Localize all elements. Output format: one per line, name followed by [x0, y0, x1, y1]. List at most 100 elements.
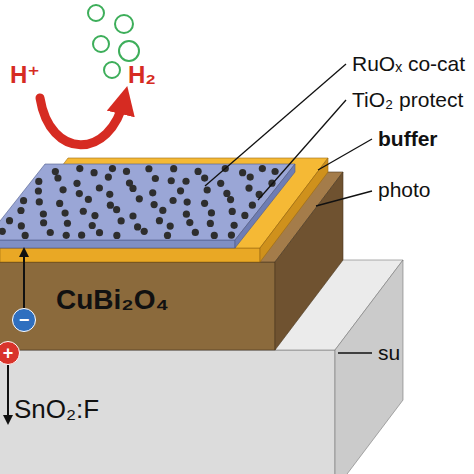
substrate-box: SnO₂:F [10, 392, 104, 427]
particle [186, 219, 193, 226]
particle [113, 206, 120, 213]
particle [211, 232, 218, 239]
particle [6, 217, 13, 224]
particle [164, 232, 171, 239]
label-holder: buffer [378, 127, 438, 150]
particle [76, 165, 83, 172]
substrate-layer [0, 260, 403, 474]
particle [256, 191, 263, 198]
particle [96, 184, 103, 191]
layer-name: CuBi₂O₄ [56, 285, 169, 316]
particle [109, 165, 116, 172]
particle [113, 232, 120, 239]
particle [129, 212, 136, 219]
particle [35, 178, 42, 185]
particle [169, 197, 176, 204]
particle [167, 222, 174, 229]
particle [151, 201, 158, 208]
particle [149, 189, 156, 196]
particle [91, 212, 98, 219]
particle [229, 208, 236, 215]
particle [36, 198, 43, 205]
particle [159, 207, 166, 214]
electron-circle: − [12, 308, 36, 332]
particle [22, 232, 29, 239]
particle [170, 165, 177, 172]
particle [217, 180, 224, 187]
particle [61, 210, 68, 217]
particle [228, 231, 235, 238]
gas-label: H₂ [128, 62, 156, 88]
particle [259, 165, 266, 172]
layer-label: photo [378, 178, 431, 201]
particle [156, 217, 163, 224]
layer-label: TiO₂ protect [352, 88, 463, 111]
particle [56, 200, 63, 207]
particle [18, 222, 25, 229]
particle [105, 173, 112, 180]
particle [247, 173, 254, 180]
particle [239, 169, 246, 176]
particle [90, 169, 97, 176]
electron-arrow [23, 252, 25, 308]
particle [271, 168, 278, 175]
particle [64, 220, 71, 227]
particle [63, 232, 70, 239]
absorber-box: CuBi₂O₄ [52, 282, 173, 319]
protection-layer [0, 164, 295, 248]
particle [227, 196, 234, 203]
particle [182, 178, 189, 185]
cocatalyst-particles [0, 165, 279, 239]
layer-name: SnO₂:F [14, 395, 99, 424]
particle [192, 229, 199, 236]
layer-label: buffer [378, 127, 438, 150]
particle [207, 220, 214, 227]
particle [204, 186, 211, 193]
particle [245, 184, 252, 191]
particle [96, 229, 103, 236]
particle [201, 174, 208, 181]
layer-label: su [378, 341, 400, 364]
hole-arrow [7, 365, 9, 420]
particle [118, 217, 125, 224]
particle [134, 223, 141, 230]
layer-label: RuOₓ co-cat [352, 52, 465, 75]
particle [183, 211, 190, 218]
particle [231, 222, 238, 229]
particle [107, 202, 114, 209]
particle [40, 219, 47, 226]
label-holder: H₂ [128, 62, 156, 88]
particle [52, 168, 59, 175]
label-holder: photo [378, 178, 431, 201]
particle [201, 200, 208, 207]
reaction-arrow [40, 98, 124, 145]
particle [20, 197, 27, 204]
particle [35, 187, 42, 194]
particle [80, 208, 87, 215]
particle [141, 228, 148, 235]
particle [73, 180, 80, 187]
label-holder: su [378, 341, 400, 364]
particle [194, 168, 201, 175]
particle [129, 185, 136, 192]
label-holder: RuOₓ co-cat [352, 52, 465, 75]
leader-lines [205, 64, 372, 353]
particle [152, 175, 159, 182]
particle [249, 202, 256, 209]
particle [54, 174, 61, 181]
label-holder: H⁺ [10, 62, 40, 88]
particle [123, 168, 130, 175]
particle [241, 212, 248, 219]
particle [136, 195, 143, 202]
particle [76, 190, 83, 197]
particle [47, 229, 54, 236]
hole-circle: + [0, 341, 20, 365]
particle [145, 165, 152, 172]
particle [106, 191, 113, 198]
ion-label: H⁺ [10, 62, 40, 88]
charge-sign: + [3, 344, 14, 362]
particle [40, 210, 47, 217]
particle [17, 207, 24, 214]
particle [78, 232, 85, 239]
particle [85, 196, 92, 203]
